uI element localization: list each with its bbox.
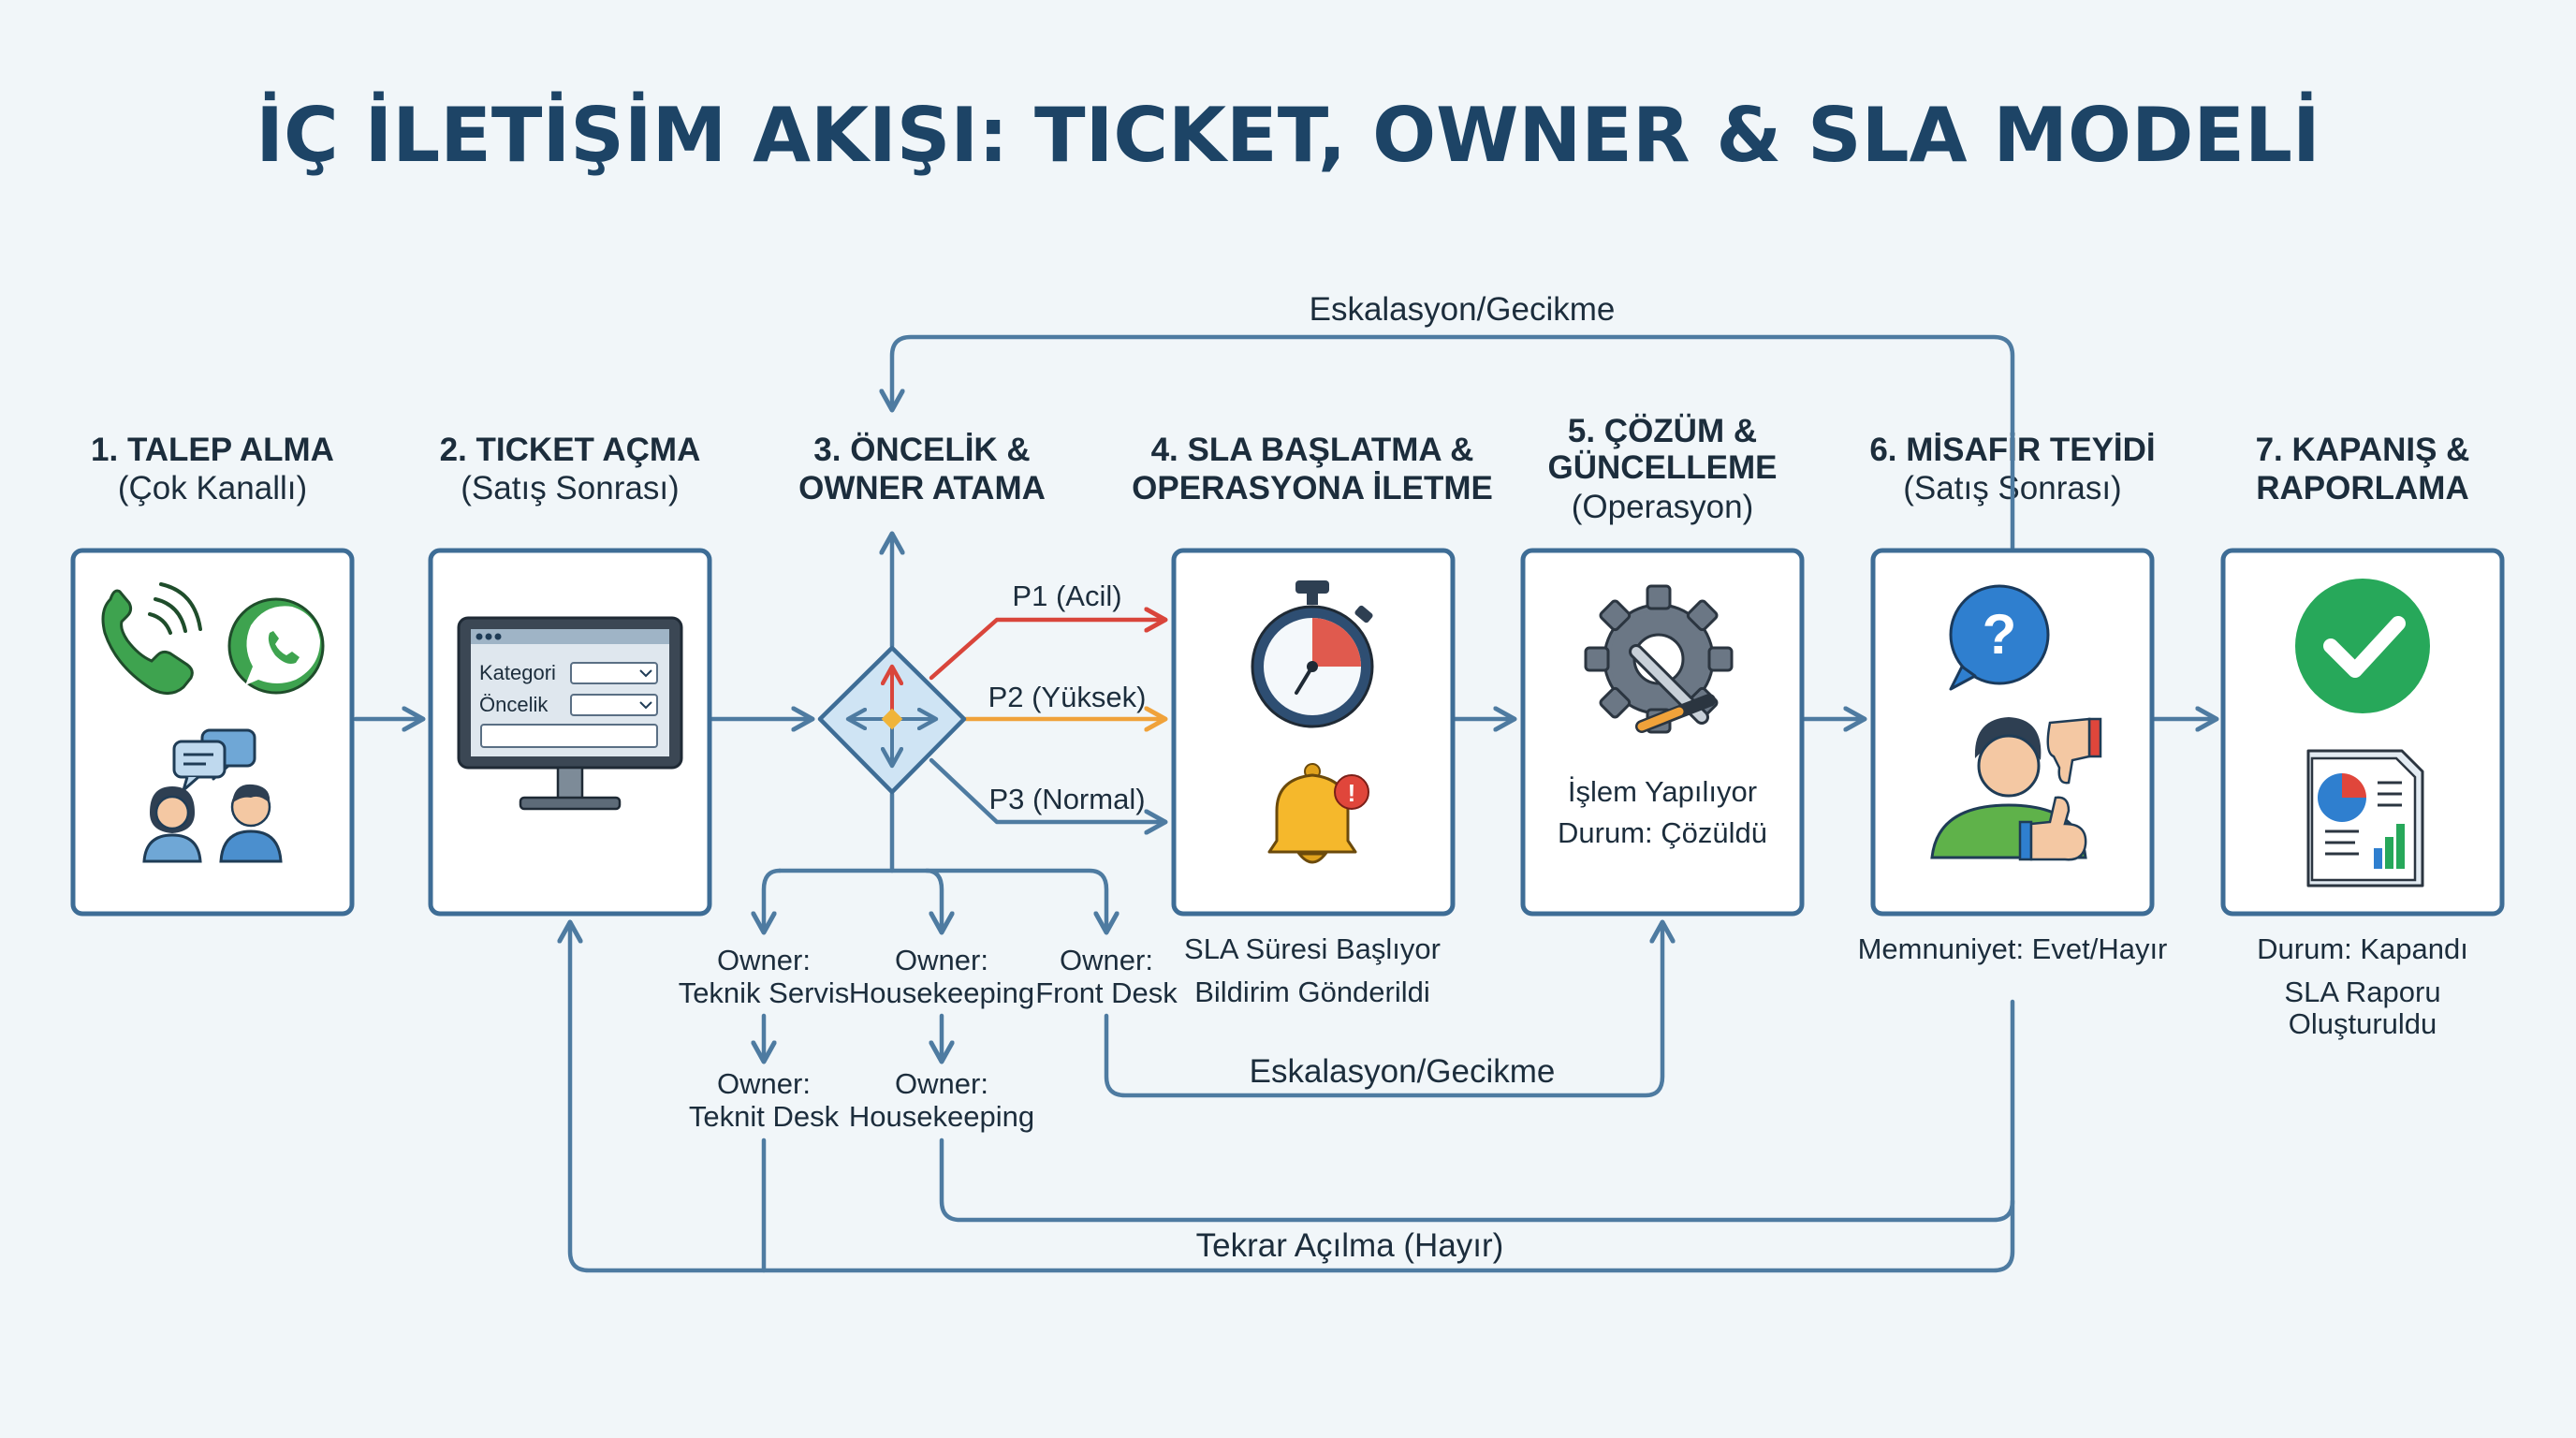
decision-diamond-icon bbox=[817, 645, 967, 795]
owner-housekeeping-2-value: Housekeeping bbox=[849, 1100, 1034, 1133]
computer-form-icon: Kategori Öncelik bbox=[457, 616, 683, 811]
loop-lines bbox=[570, 334, 2015, 1273]
step-3-title-line1: 3. ÖNCELİK & bbox=[813, 432, 1030, 468]
phone-icon bbox=[101, 582, 202, 695]
step-4-box bbox=[1171, 548, 1456, 917]
owner-teknik-servis-label: Owner: bbox=[717, 944, 811, 976]
report-icon bbox=[2306, 749, 2424, 888]
owner-row-2: Owner: Teknit Desk Owner: Housekeeping bbox=[689, 1067, 1034, 1133]
step-4-note-line1: SLA Süresi Başlıyor bbox=[1184, 932, 1441, 965]
svg-text:!: ! bbox=[1348, 779, 1356, 807]
form-field-oncelik: Öncelik bbox=[479, 693, 549, 716]
page-title: İÇ İLETİŞİM AKIŞI: TICKET, OWNER & SLA M… bbox=[256, 91, 2320, 179]
whatsapp-icon bbox=[227, 597, 325, 695]
owner-teknit-desk-value: Teknit Desk bbox=[689, 1100, 840, 1133]
reopen-loop-line bbox=[570, 922, 2015, 1273]
owner-front-desk-value: Front Desk bbox=[1035, 976, 1178, 1009]
owner-housekeeping-2-label: Owner: bbox=[895, 1067, 988, 1100]
chat-bubbles-icon bbox=[172, 728, 256, 792]
owner-branch-frontdesk bbox=[777, 868, 1106, 932]
step-2-subtitle: (Satış Sonrası) bbox=[461, 470, 679, 506]
owner-branch-housekeeping bbox=[924, 868, 942, 932]
main-flow-arrows bbox=[353, 534, 2217, 1062]
person-icon bbox=[1930, 717, 2087, 859]
top-escalation-label: Eskalasyon/Gecikme bbox=[1310, 291, 1616, 328]
bell-alert-icon: ! bbox=[1267, 763, 1369, 864]
step-4-heading: 4. SLA BAŞLATMA & OPERASYONA İLETME bbox=[1132, 432, 1493, 506]
step-5-heading: 5. ÇÖZÜM & GÜNCELLEME (Operasyon) bbox=[1548, 413, 1778, 525]
middle-escalation-label: Eskalasyon/Gecikme bbox=[1250, 1053, 1556, 1090]
step-7-title-line2: RAPORLAMA bbox=[2256, 470, 2468, 506]
step-5-title-line1: 5. ÇÖZÜM & bbox=[1568, 413, 1757, 449]
p1-arrow bbox=[929, 620, 1165, 681]
p3-arrow bbox=[929, 757, 1165, 822]
step-7-title-line1: 7. KAPANIŞ & bbox=[2256, 432, 2470, 468]
step-2-heading: 2. TICKET AÇMA (Satış Sonrası) bbox=[440, 432, 701, 506]
step-1-subtitle: (Çok Kanallı) bbox=[118, 470, 307, 506]
step-5-subtitle: (Operasyon) bbox=[1572, 489, 1754, 525]
step-7-note-line3: Oluşturuldu bbox=[2289, 1007, 2437, 1040]
step-4-title-line2: OPERASYONA İLETME bbox=[1132, 470, 1493, 506]
step-3-title-line2: OWNER ATAMA bbox=[798, 470, 1046, 506]
question-bubble-icon: ? bbox=[1949, 584, 2050, 691]
owner-front-desk-label: Owner: bbox=[1060, 944, 1153, 976]
form-field-kategori: Kategori bbox=[479, 661, 556, 684]
reopen-label: Tekrar Açılma (Hayır) bbox=[1196, 1227, 1504, 1264]
owner-row-1: Owner: Teknik Servis Owner: Housekeeping… bbox=[679, 944, 1178, 1009]
step-6-note: Memnuniyet: Evet/Hayır bbox=[1858, 932, 2168, 965]
owner-housekeeping-label: Owner: bbox=[895, 944, 988, 976]
top-escalation-line bbox=[892, 334, 2015, 550]
priority-p2-label: P2 (Yüksek) bbox=[988, 681, 1147, 713]
stopwatch-icon bbox=[1251, 580, 1374, 728]
owner-housekeeping-value: Housekeeping bbox=[849, 976, 1034, 1009]
priority-p1-label: P1 (Acil) bbox=[1012, 580, 1121, 612]
step-7-note-line2: SLA Raporu bbox=[2284, 976, 2440, 1008]
step-4-title-line1: 4. SLA BAŞLATMA & bbox=[1151, 432, 1474, 468]
owner-teknik-servis-value: Teknik Servis bbox=[679, 976, 850, 1009]
owner-teknit-desk-label: Owner: bbox=[717, 1067, 811, 1100]
step-5-title-line2: GÜNCELLEME bbox=[1548, 449, 1778, 486]
middle-escalation-line bbox=[1104, 922, 1662, 1098]
owner-branch-teknik bbox=[764, 868, 783, 932]
step-5-body-line1: İşlem Yapılıyor bbox=[1568, 775, 1757, 808]
step-7-box bbox=[2220, 548, 2505, 917]
checkmark-icon bbox=[2295, 579, 2430, 713]
housekeeping-return-line bbox=[939, 1137, 2015, 1223]
priority-p3-label: P3 (Normal) bbox=[988, 783, 1145, 815]
gear-wrench-icon: İşlem Yapılıyor Durum: Çözüldü bbox=[1558, 584, 1767, 849]
step-1-heading: 1. TALEP ALMA (Çok Kanallı) bbox=[91, 432, 334, 506]
step-4-note-line2: Bildirim Gönderildi bbox=[1194, 976, 1430, 1008]
step-2-title: 2. TICKET AÇMA bbox=[440, 432, 701, 468]
step-3-heading: 3. ÖNCELİK & OWNER ATAMA bbox=[798, 432, 1046, 506]
step-7-note-line1: Durum: Kapandı bbox=[2257, 932, 2468, 965]
people-icon bbox=[142, 784, 283, 863]
step-5-body-line2: Durum: Çözüldü bbox=[1558, 816, 1767, 849]
thumbs-up-down-icon bbox=[2018, 717, 2102, 861]
step-1-title: 1. TALEP ALMA bbox=[91, 432, 334, 468]
svg-text:?: ? bbox=[1983, 603, 2017, 666]
step-7-heading: 7. KAPANIŞ & RAPORLAMA bbox=[2256, 432, 2470, 506]
